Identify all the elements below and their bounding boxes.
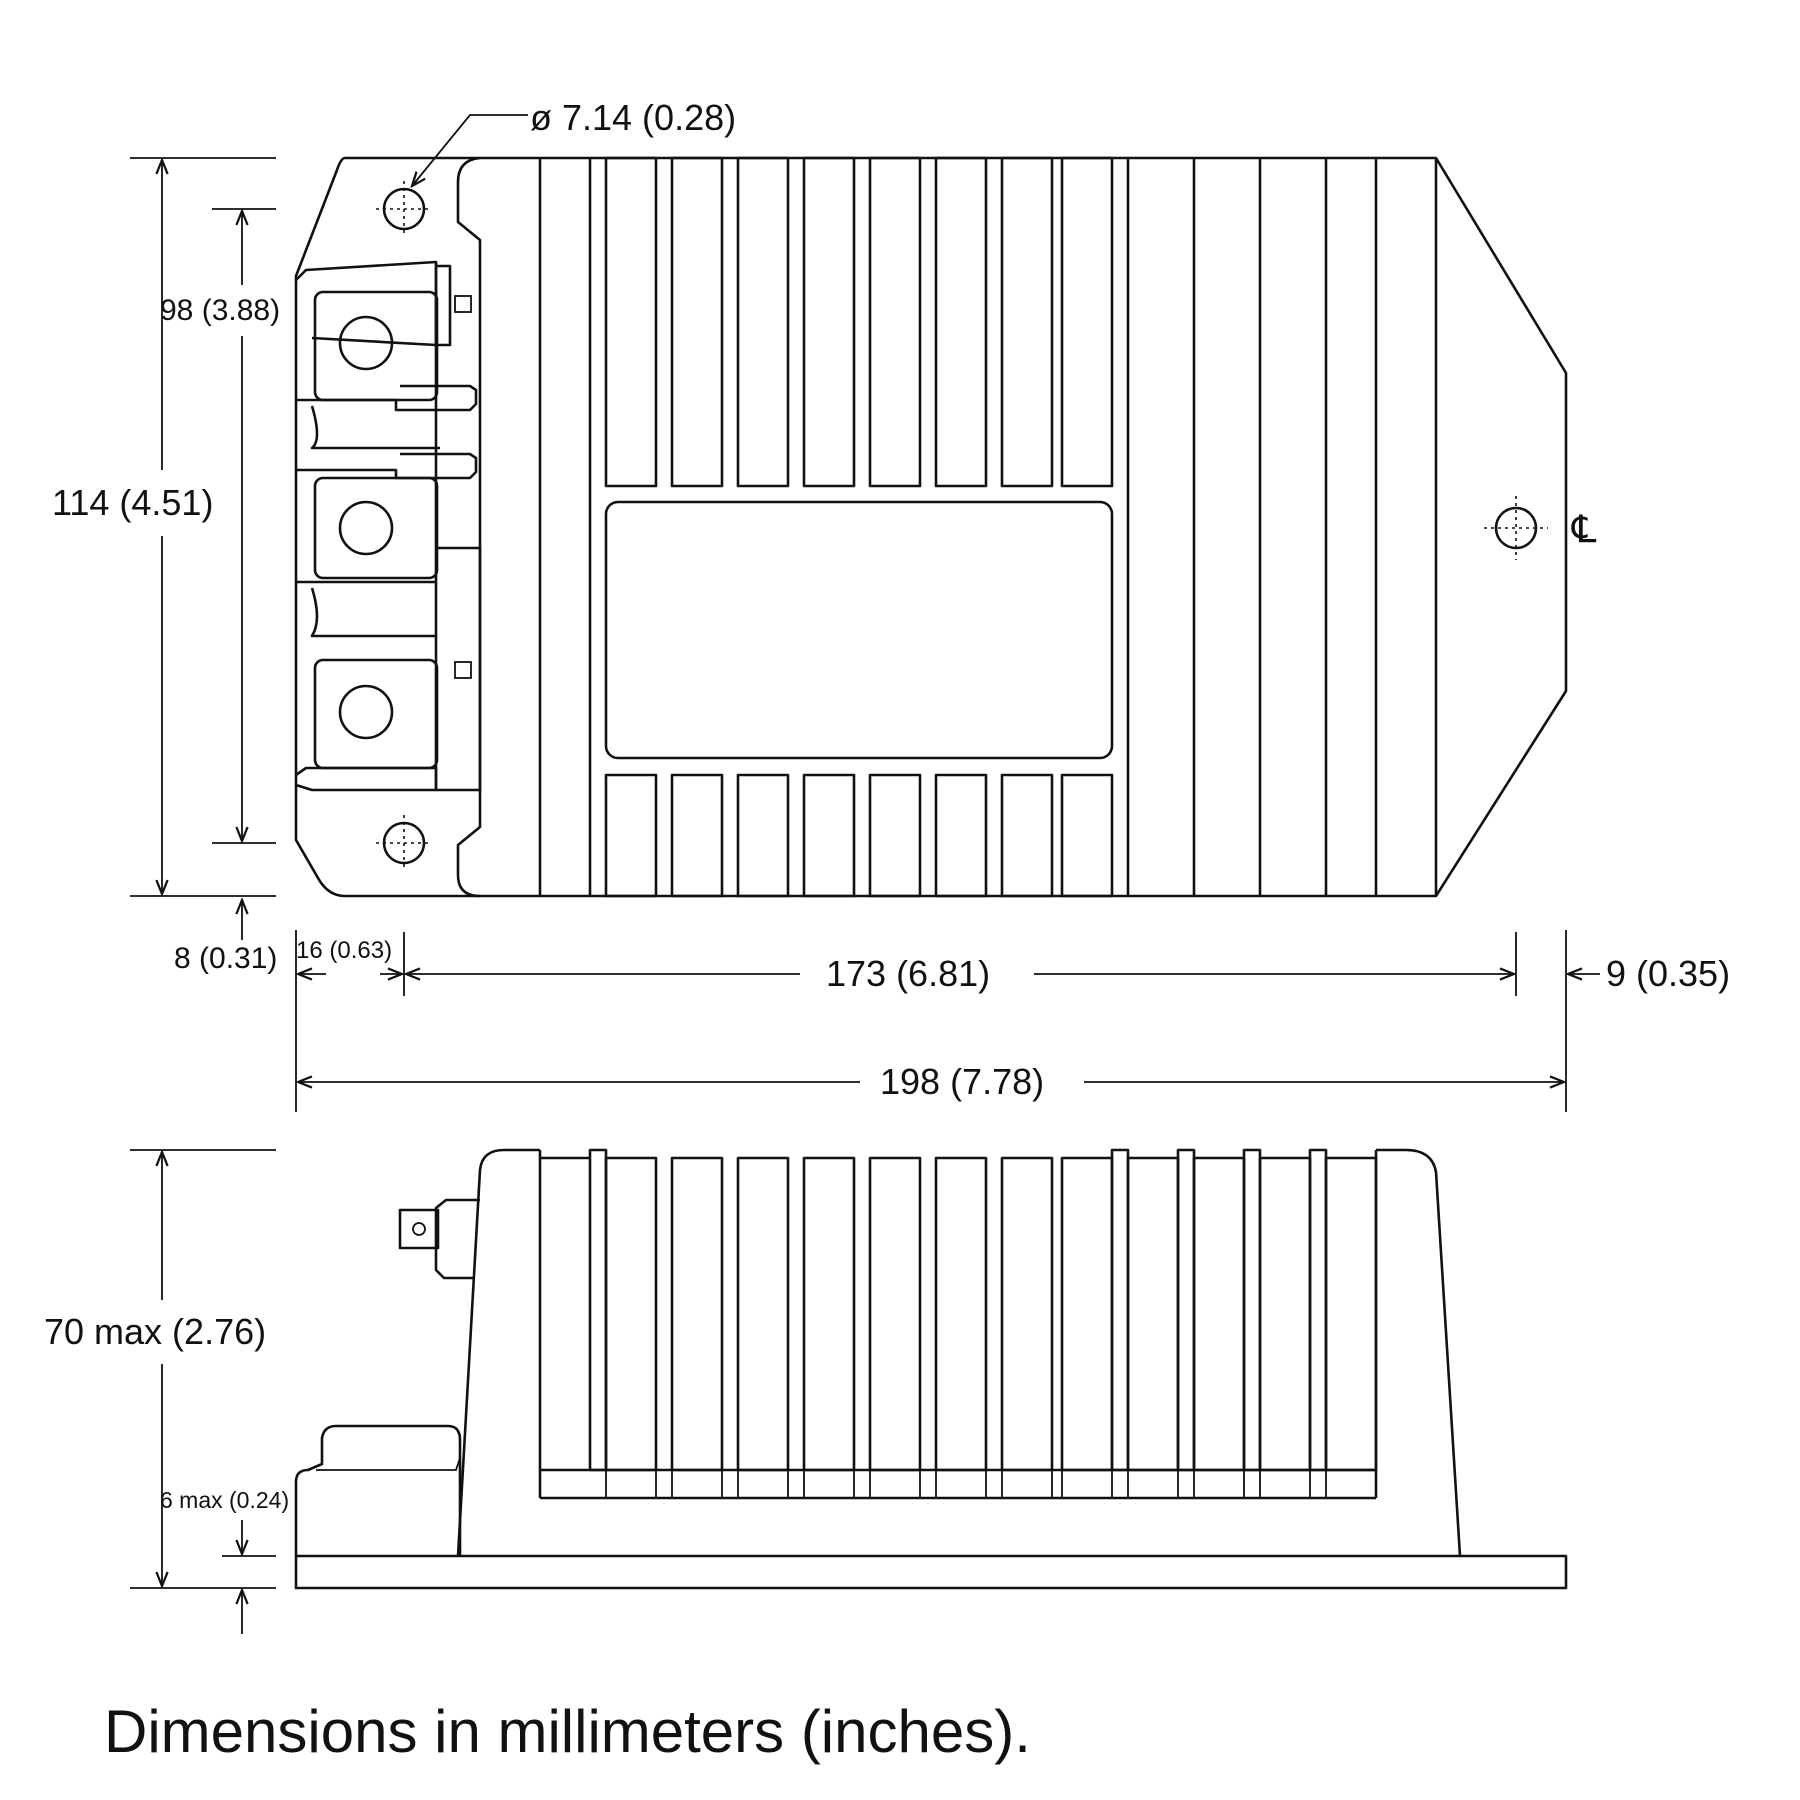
dim-right-offset: 9 (0.35) [1568,953,1730,994]
dim-height-total: 114 (4.51) [52,157,276,897]
connector-tab [398,1198,480,1280]
dim-bottom-offset: 8 (0.31) [174,900,277,975]
mounting-hole-bottom-left [376,815,432,871]
height-total-label: 114 (4.51) [52,482,213,523]
fins-upper [604,156,1114,488]
side-housing [456,1148,540,1557]
terminal-bolt-2 [338,500,394,556]
base-plate [294,1554,1568,1590]
dim-hole-spacing-vertical: 98 (3.88) [160,208,280,844]
dim-overall-length: 198 (7.78) [298,1061,1564,1102]
fins-lower [604,773,1114,898]
max-height-label: 70 max (2.76) [44,1311,266,1352]
mounting-hole-right [1484,496,1548,560]
dim-hole-spacing-horizontal: 173 (6.81) [406,953,1514,994]
right-offset-label: 9 (0.35) [1606,953,1730,994]
caption: Dimensions in millimeters (inches). [104,1698,1031,1765]
side-fins [538,1148,1378,1500]
flange-offset-label: 16 (0.63) [296,937,392,964]
overall-length-label: 198 (7.78) [880,1061,1044,1102]
bottom-offset-label: 8 (0.31) [174,942,277,975]
dim-flange-offset: 16 (0.63) [296,937,402,974]
mounting-hole-top-left [376,181,432,237]
centerline-symbol: ℄ [1571,509,1597,551]
terminal-bolt-3 [338,684,394,740]
side-view: 70 max (2.76) 6 max (0.24) [44,1148,1568,1634]
terminal-bolt-1 [338,315,394,371]
label-plate [604,500,1114,760]
dim-max-height: 70 max (2.76) [44,1149,276,1589]
terminal-block-side [294,1424,462,1556]
housing-edge [456,156,482,898]
terminal-block [295,260,482,792]
base-thickness-label: 6 max (0.24) [160,1487,289,1513]
hole-spacing-horizontal-label: 173 (6.81) [826,953,990,994]
dim-base-thickness: 6 max (0.24) [160,1487,289,1634]
hole-diameter-label: ø 7.14 (0.28) [530,97,736,138]
top-view: ℄ ø 7.14 (0.28) 114 (4.51) 98 (3.88) 8 (… [52,97,1730,1112]
fins-full [588,158,1378,896]
hole-diameter-callout: ø 7.14 (0.28) [412,97,736,186]
hole-spacing-vertical-label: 98 (3.88) [160,294,280,327]
